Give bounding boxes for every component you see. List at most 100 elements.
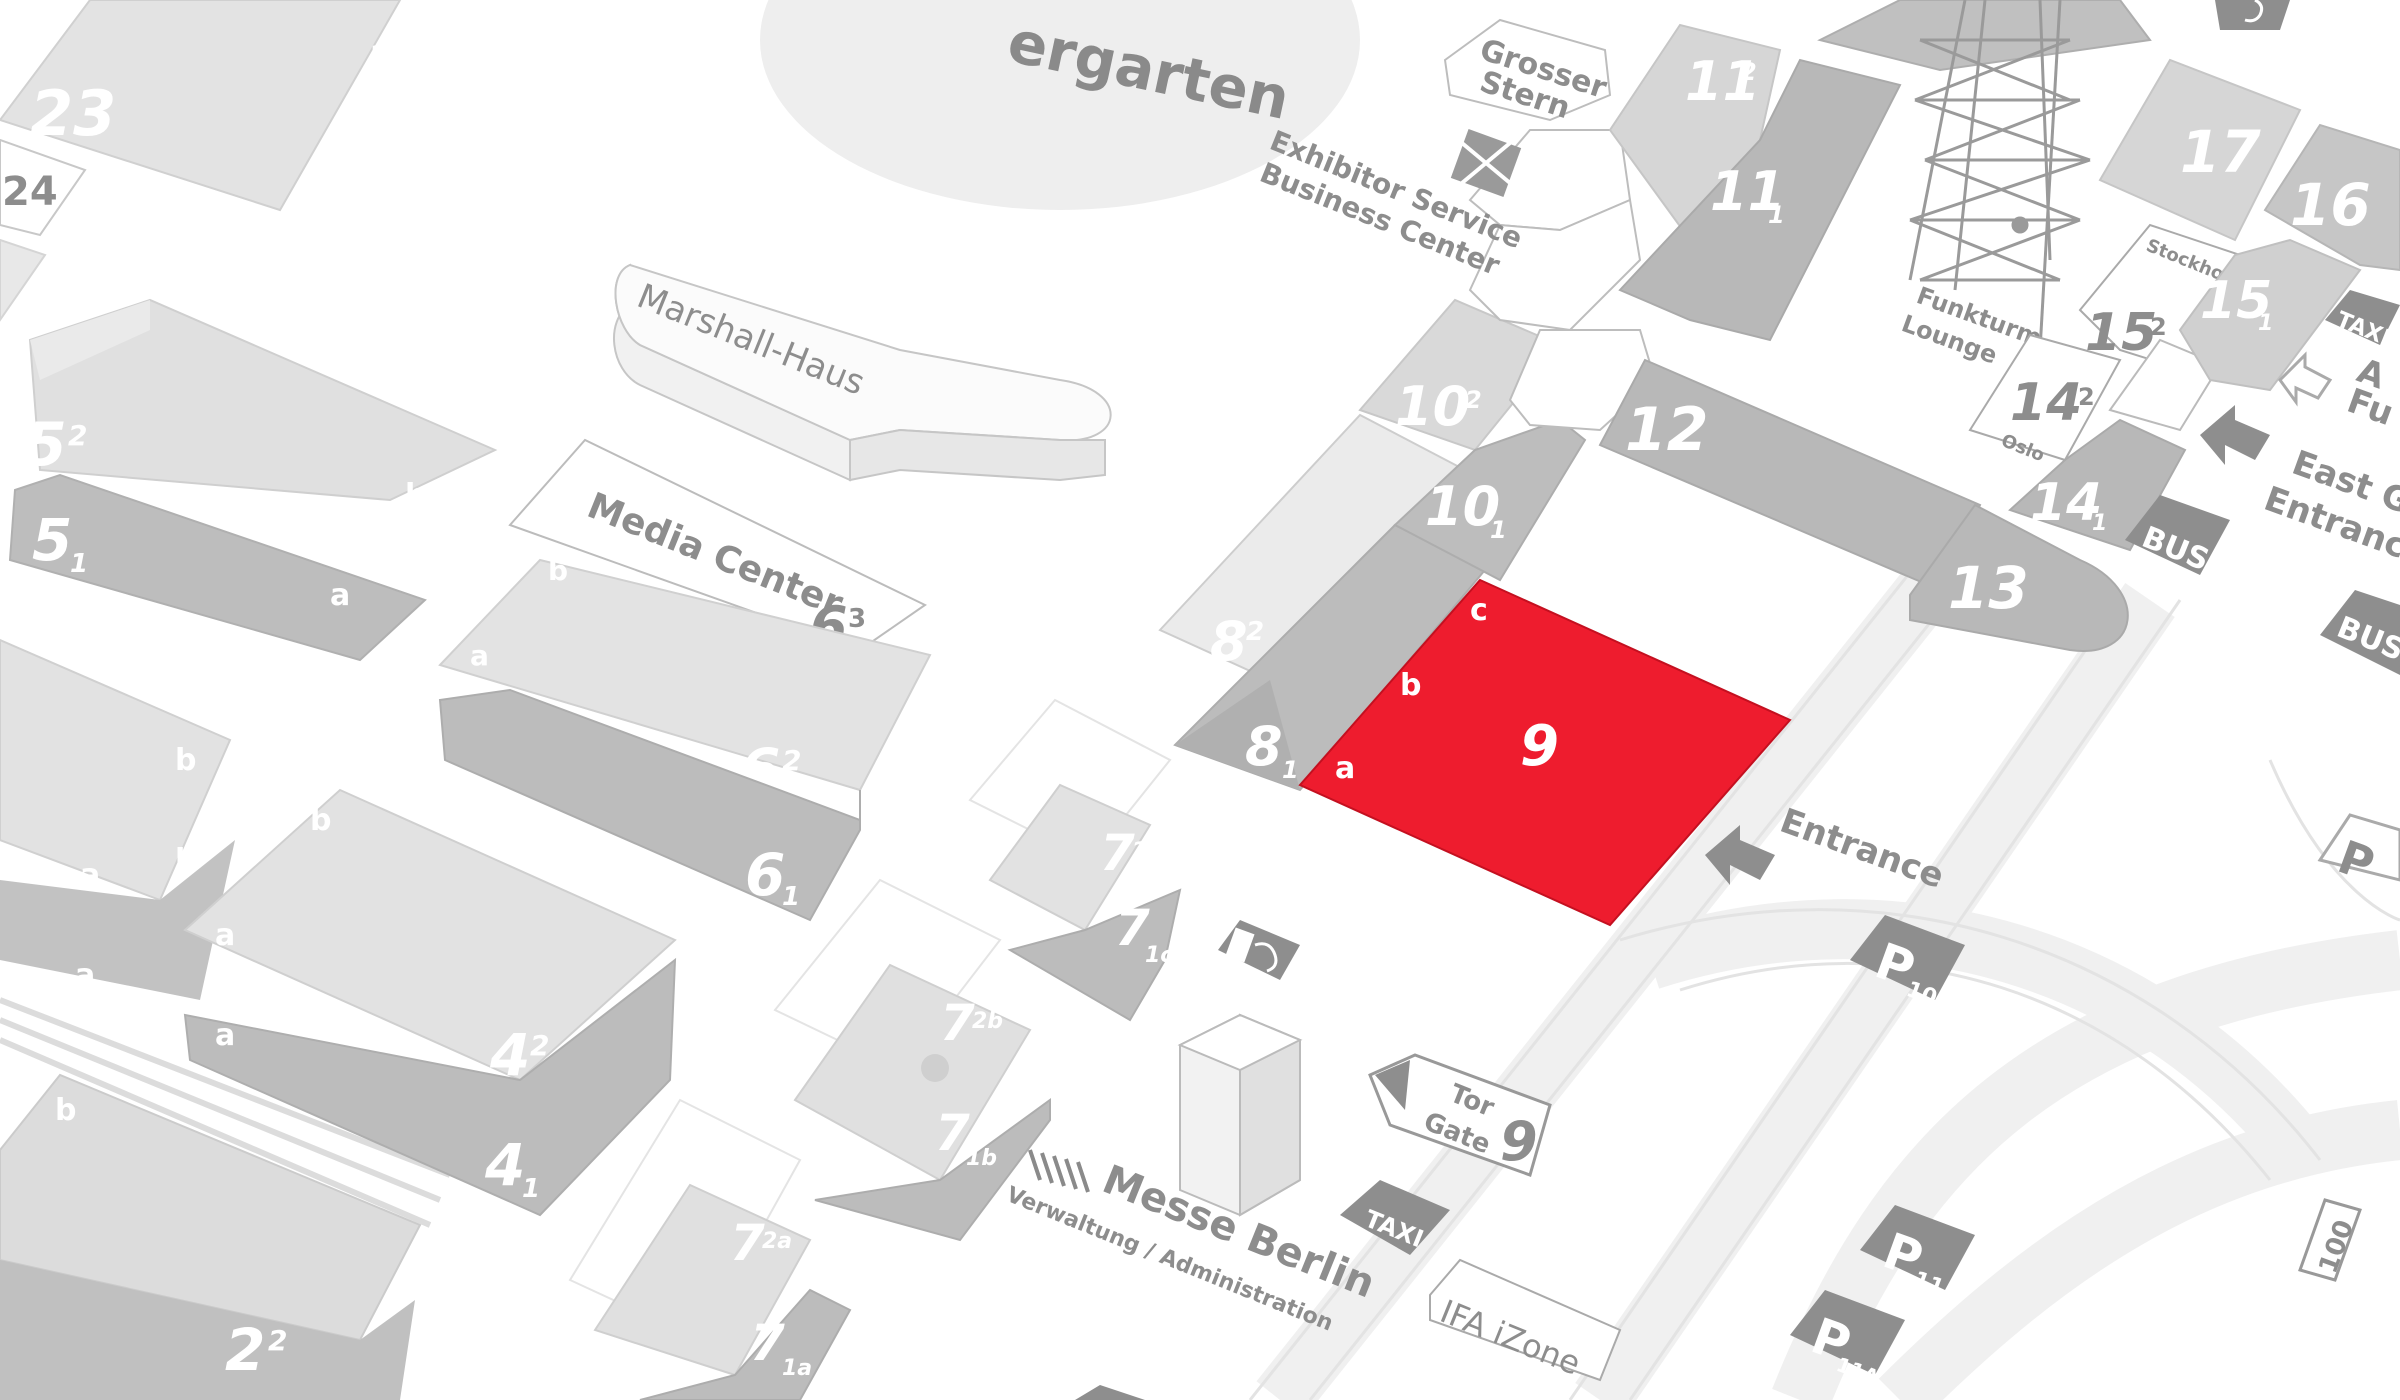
hall-6-1-label: 6 bbox=[745, 841, 785, 909]
hall-4-2-section-b: b bbox=[310, 803, 331, 838]
hall-5-1-building[interactable]: 5 1 a bbox=[8, 473, 427, 662]
hall-14-2-label: 14 bbox=[2010, 373, 2082, 433]
hall-6-2-sup: 2 bbox=[782, 744, 801, 777]
hall-6-1-building[interactable]: 6 1 bbox=[438, 688, 861, 922]
hall-11-1-sub: 1 bbox=[1768, 201, 1785, 229]
hall-7-1b-sub: 1b bbox=[966, 1146, 997, 1171]
hall-15-2-sup: 2 bbox=[2150, 313, 2167, 341]
hall-4-1-section-a: a bbox=[215, 1018, 235, 1053]
grosser-stern-building[interactable]: Grosser Stern bbox=[1443, 18, 1612, 126]
tiergarten-park bbox=[760, 0, 1360, 210]
hall-4-1-building[interactable]: 4 1 a bbox=[183, 957, 677, 1217]
hall-2-2-section-b: b bbox=[55, 1093, 76, 1128]
hall-10-1-building[interactable]: 10 1 bbox=[1393, 418, 1587, 582]
hall-5-2-sup: 2 bbox=[68, 419, 87, 452]
hall-24-building[interactable]: 24 bbox=[0, 138, 87, 237]
parking-p11a-sign[interactable]: P 11A bbox=[1790, 1290, 1905, 1390]
hall-7-2c-building[interactable]: 7 2c bbox=[988, 783, 1160, 932]
hall-8-2-sup: 2 bbox=[1246, 617, 1264, 647]
tor-gate-9-sign[interactable]: Tor Gate 9 bbox=[1368, 1053, 1552, 1177]
hall-13-building[interactable]: 13 bbox=[1909, 503, 2129, 652]
left-middle-hall[interactable]: b a b a bbox=[0, 638, 235, 1000]
hall-2-2-building[interactable]: 2 2 b bbox=[0, 1073, 422, 1400]
marshall-haus-building[interactable]: Marshall-Haus bbox=[613, 263, 1112, 482]
road-100-sign: 100 bbox=[2298, 1198, 2362, 1282]
hall-17-label: 17 bbox=[2180, 118, 2261, 186]
messe-berlin-admin-building[interactable]: Messe Berlin Verwaltung / Administration bbox=[1003, 1013, 1382, 1337]
hall-7-2b-label: 7 bbox=[940, 994, 975, 1052]
hall-7-1c-building[interactable]: 7 1c bbox=[1007, 888, 1182, 1022]
hall-14-1-building[interactable]: 14 1 bbox=[2008, 418, 2187, 552]
taxi-sign-bottom[interactable]: TAXI bbox=[1340, 1180, 1450, 1255]
hall-2-2-sup: 2 bbox=[268, 1324, 287, 1357]
hall-5-1-label: 5 bbox=[32, 506, 72, 574]
hall-8-1-sub: 1 bbox=[1282, 756, 1299, 784]
hall-13-label: 13 bbox=[1948, 554, 2029, 622]
rail-lines bbox=[0, 997, 452, 1228]
fun-partial-line2: Fu bbox=[2342, 381, 2399, 434]
gate-number: 9 bbox=[1500, 1110, 1538, 1173]
hall-9-highlighted[interactable]: 9 c b a bbox=[1298, 578, 1792, 927]
hall-9-section-c: c bbox=[1470, 593, 1488, 628]
bottom-arrow-icon bbox=[1075, 1385, 1145, 1400]
outline-arrow-icon bbox=[2278, 351, 2333, 407]
hall-11-2-sup: 2 bbox=[1740, 58, 1757, 86]
hall-16-building[interactable]: 16 bbox=[2263, 123, 2400, 272]
entrance-label: Entrance bbox=[1775, 801, 1949, 897]
hall-12-label: 12 bbox=[1625, 395, 1709, 465]
tor-gate-arrow-icon bbox=[1375, 1060, 1410, 1110]
hall-4-2-building[interactable]: 4 2 b a bbox=[183, 788, 677, 1089]
hall-12-building[interactable]: 12 bbox=[1598, 358, 1982, 592]
hall-7-1c-label: 7 bbox=[1115, 899, 1150, 957]
hall-11-2-building[interactable]: 11 2 bbox=[1608, 23, 1782, 242]
parking-p10-sign[interactable]: P 10 bbox=[1850, 915, 1965, 1011]
hall-9-label: 9 bbox=[1520, 714, 1559, 779]
hall-7-2b-building[interactable]: 7 2b bbox=[793, 963, 1032, 1182]
bus-sign-2[interactable]: BUS bbox=[2320, 590, 2400, 675]
hall-10-2-building[interactable]: 10 2 bbox=[1358, 298, 1562, 452]
left-hall-section-b-upper: b bbox=[175, 743, 196, 778]
hall-5-2-building[interactable]: 5 2 b bbox=[25, 298, 498, 513]
hall-23-building[interactable]: 23 a bbox=[0, 0, 402, 212]
ev-charging-icon[interactable] bbox=[1218, 920, 1300, 980]
hall-16-label: 16 bbox=[2290, 171, 2371, 239]
hall-14-1-sub: 1 bbox=[2092, 511, 2107, 536]
hall-15-1-label: 15 bbox=[2200, 271, 2272, 331]
hall-7-1b-building[interactable]: 7 1b bbox=[814, 1098, 1051, 1242]
hall-2-2-label: 2 bbox=[225, 1316, 265, 1384]
small-structure-left bbox=[0, 238, 47, 322]
ev-charging-icon-top[interactable] bbox=[2215, 0, 2290, 30]
hall-7-1c-sub: 1c bbox=[1145, 943, 1173, 968]
hall-4-2-sup: 2 bbox=[530, 1029, 549, 1062]
hall-8-2-label: 8 bbox=[1210, 610, 1248, 673]
exhibitor-service-building[interactable]: Exhibitor Service Business Center bbox=[1255, 124, 1657, 432]
hall-7-2c-sup: 2c bbox=[1132, 839, 1160, 864]
parking-partial-sign[interactable]: P bbox=[2317, 813, 2400, 892]
hall-11-1-building[interactable]: 11 1 bbox=[1618, 58, 1902, 342]
east-gate-arrow-icon bbox=[2200, 405, 2270, 465]
hall-24-label: 24 bbox=[2, 169, 58, 215]
hall-7-2a-building[interactable]: 7 2a bbox=[593, 1183, 812, 1377]
hall-17-building[interactable]: 17 bbox=[2098, 58, 2302, 242]
hall-6-1-sub: 1 bbox=[782, 882, 800, 912]
hall-4-1-label: 4 bbox=[484, 1131, 525, 1199]
hall-7-2c-label: 7 bbox=[1100, 824, 1135, 882]
funkturm-tower[interactable] bbox=[1908, 0, 2091, 351]
left-hall-section-a-lower: a bbox=[75, 958, 95, 993]
hall-7-1a-label: 7 bbox=[750, 1314, 785, 1372]
hall-9-section-b: b bbox=[1400, 668, 1421, 703]
hall-7-1a-building[interactable]: 7 1a bbox=[639, 1288, 852, 1400]
hall-6-3-sup: 3 bbox=[848, 604, 866, 634]
hall-7-2a-label: 7 bbox=[730, 1214, 765, 1272]
hall-15-1-building[interactable]: 15 1 bbox=[2178, 238, 2362, 392]
ifa-izone-building[interactable]: IFA iZone bbox=[1429, 1258, 1622, 1383]
east-gate-marker[interactable]: East Ga Entrance bbox=[2200, 405, 2400, 575]
hall-8-2-building[interactable]: 8 2 bbox=[1158, 413, 1467, 682]
hall-7-1b-label: 7 bbox=[935, 1104, 970, 1162]
hall-10-1-label: 10 bbox=[1425, 475, 1500, 538]
exhibitor-service-icon bbox=[1450, 128, 1522, 198]
hall-7-2b-sup: 2b bbox=[972, 1009, 1003, 1034]
hall-5-2-section-b: b bbox=[405, 478, 426, 513]
hall-8-1-label: 8 bbox=[1245, 715, 1283, 778]
entrance-arrow-icon bbox=[1705, 825, 1775, 885]
